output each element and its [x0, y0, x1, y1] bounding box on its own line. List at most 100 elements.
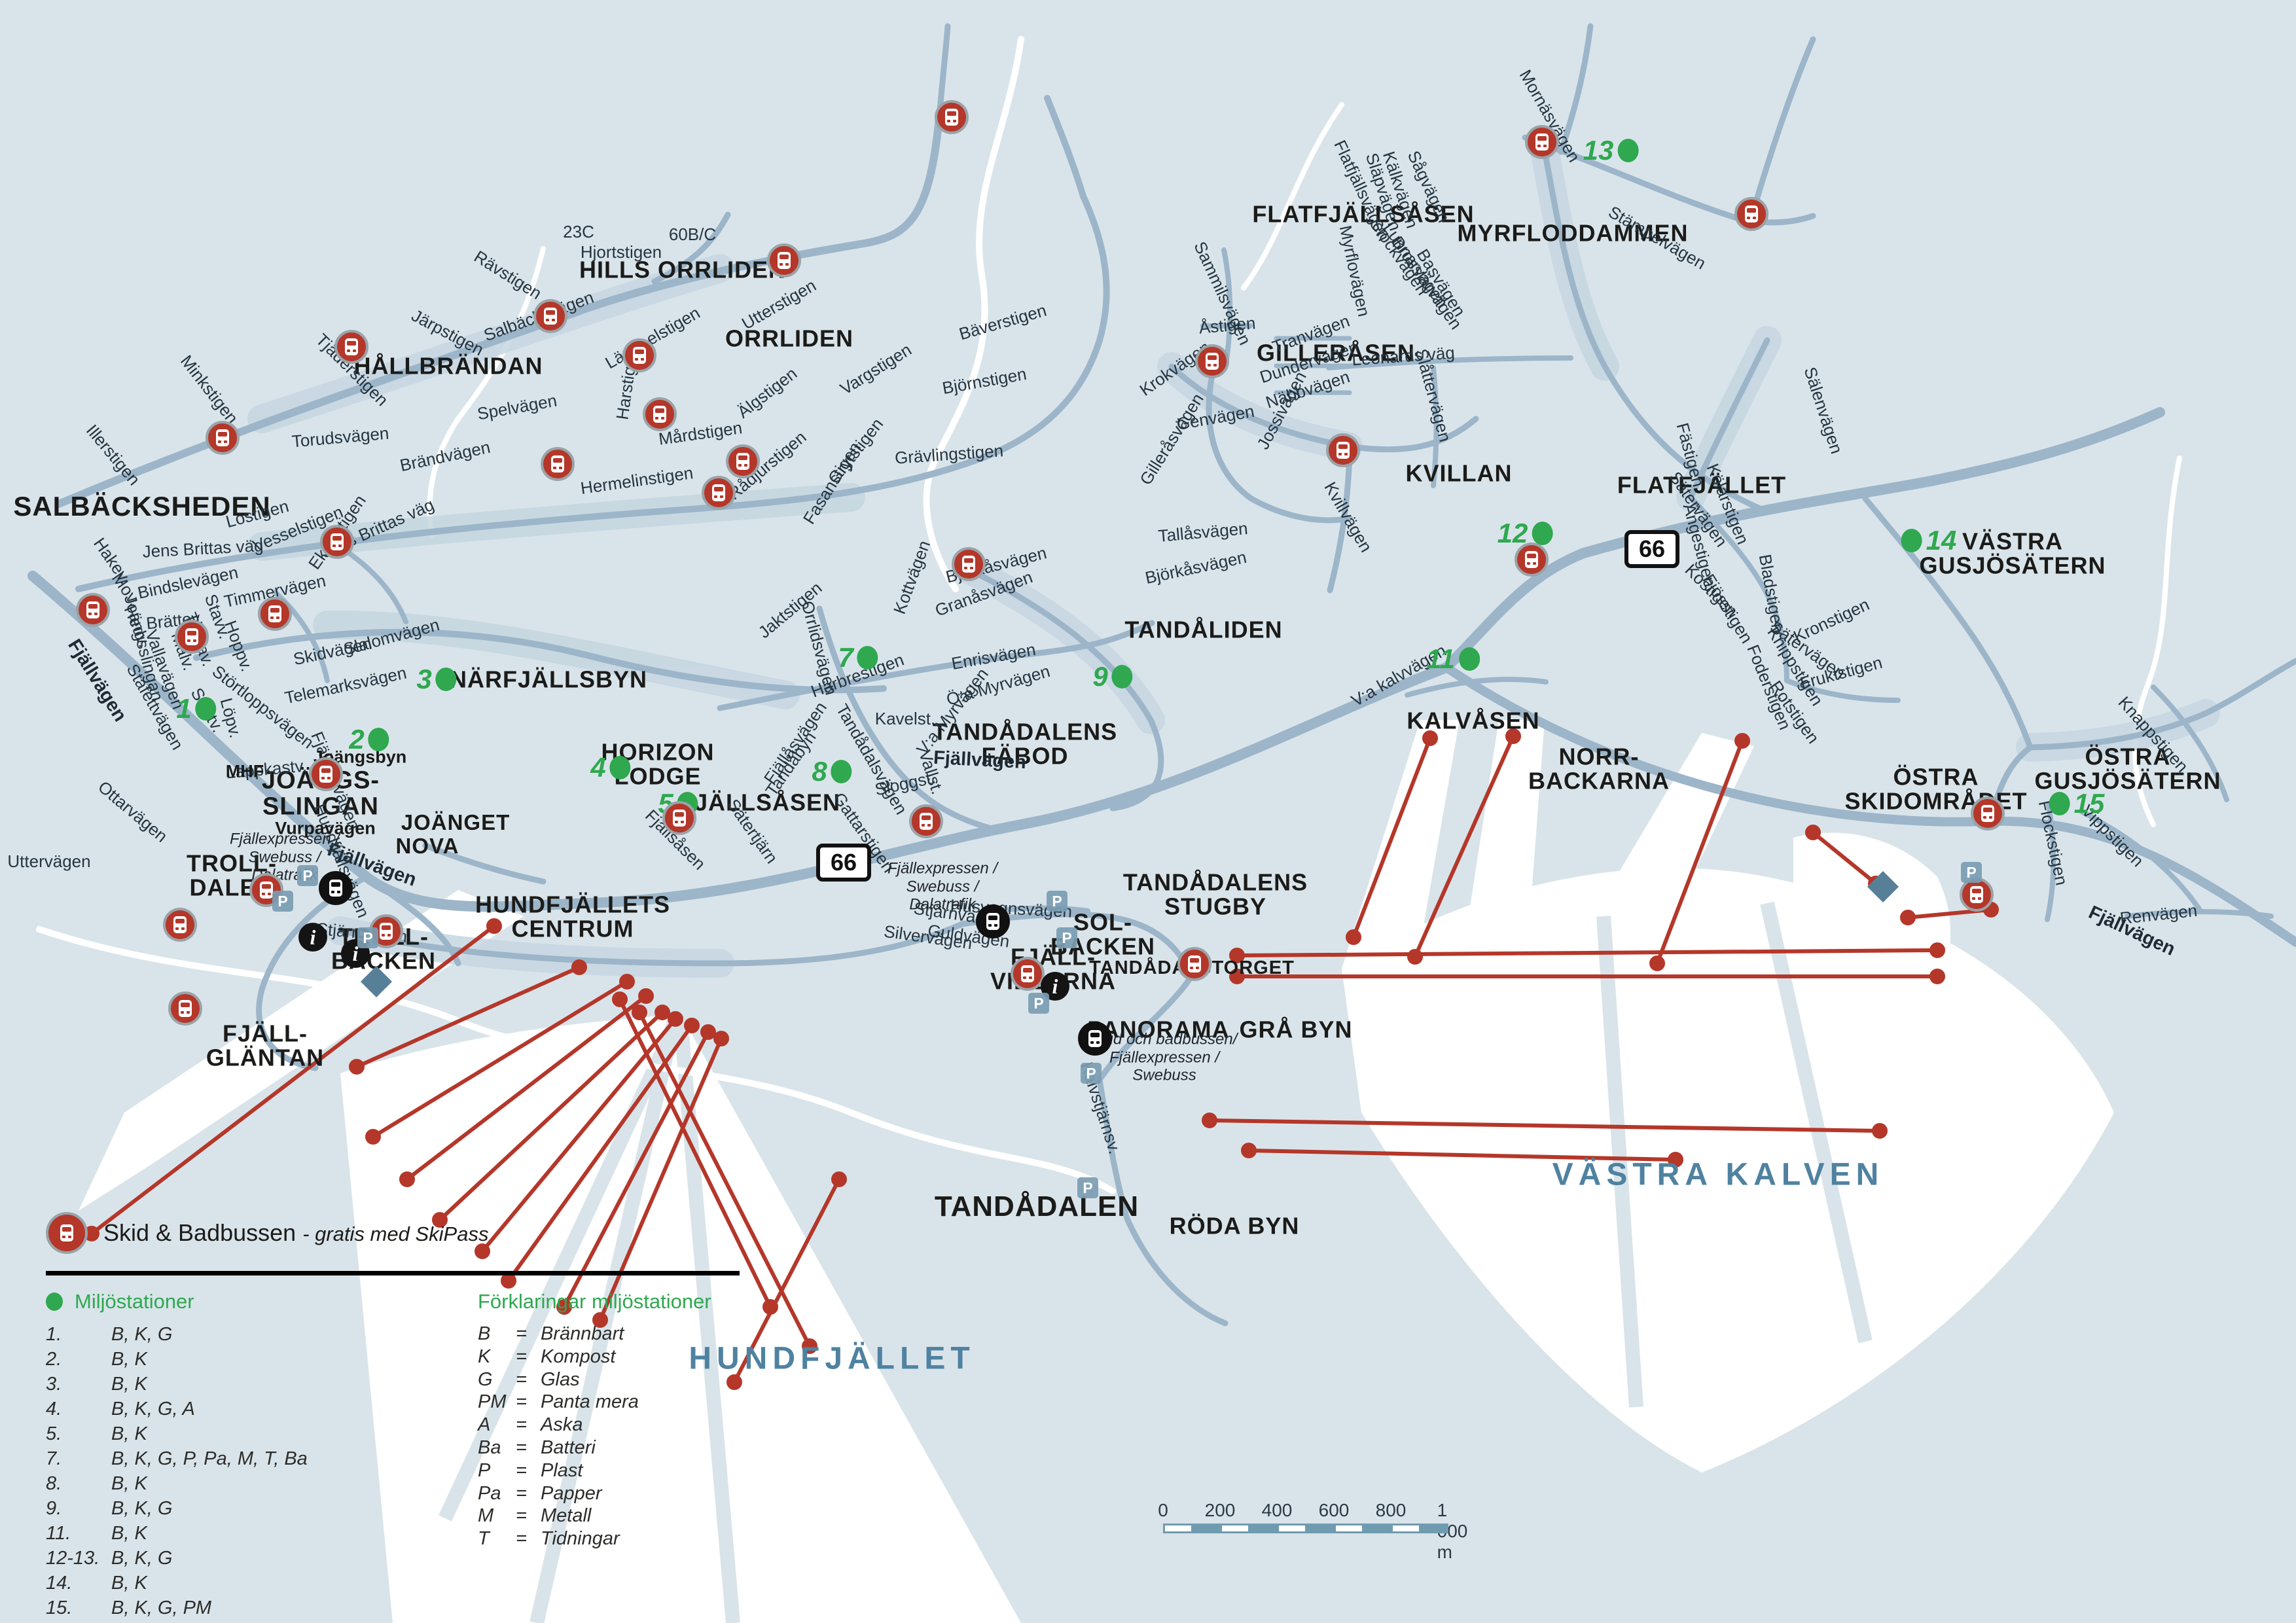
recycling-station-marker: 13: [1583, 137, 1639, 164]
station-number: 3: [416, 664, 432, 694]
legend-code: Pa: [478, 1482, 501, 1504]
station-dot-icon: [609, 756, 631, 779]
region-label: HUNDFJÄLLETS CENTRUM: [475, 891, 670, 942]
legend-station-number: 4.: [46, 1398, 62, 1419]
bus-stop-icon: [163, 908, 197, 942]
roads-layer: [27, 23, 2296, 1327]
region-label: TROLL- DALEN: [187, 849, 277, 901]
bus-glyph-icon: [173, 916, 187, 933]
street-label: Björkåsvägen: [1143, 546, 1249, 588]
bus-glyph-icon: [380, 923, 393, 940]
sub-place-label: Vurpavägen: [275, 818, 376, 838]
legend-station-row: 14.B, K: [46, 1571, 478, 1596]
region-label: GRÅ BYN: [1239, 1016, 1353, 1043]
mountain-area-label: VÄSTRA KALVEN: [1552, 1157, 1884, 1192]
bus-stop-icon: [1971, 796, 2005, 830]
station-dot-icon: [1617, 139, 1639, 162]
bus-stop-icon: [309, 757, 343, 791]
bus-glyph-icon: [331, 533, 344, 550]
legend-code: B: [478, 1323, 491, 1344]
legend-equals: =: [516, 1505, 527, 1527]
mountain-area-label: HUNDFJÄLLET: [689, 1341, 975, 1376]
station-number: 14: [1926, 525, 1957, 556]
street-label: Spelvägen: [475, 390, 559, 424]
street-label: Gilleråsvägen: [1136, 389, 1208, 489]
rivers-layer: [36, 36, 2182, 1194]
station-number: 9: [1092, 661, 1108, 692]
bus-glyph-icon: [179, 1000, 192, 1017]
legend-code-meaning: Panta mera: [541, 1391, 639, 1413]
region-label: ÖSTRA GUSJÖSÄTERN: [2034, 743, 2221, 794]
legend-explanation-row: T=Tidningar: [478, 1527, 779, 1550]
region-label: RÖDA BYN: [1169, 1212, 1300, 1240]
street-label: Älgstigen: [733, 363, 801, 422]
bus-stop-icon: [541, 447, 575, 481]
bus-glyph-icon: [920, 813, 933, 830]
region-label: TANDÅLIDEN: [1124, 616, 1283, 643]
legend-station-number: 8.: [46, 1472, 62, 1494]
region-label: SALBÄCKSHEDEN: [13, 491, 271, 522]
legend-bus-title: Skid & Badbussen - gratis med SkiPass: [103, 1219, 488, 1247]
street-label: Kvillvägen: [1320, 478, 1376, 556]
region-label: KVILLAN: [1405, 459, 1513, 487]
street-label: Åstigen: [1198, 313, 1257, 338]
bus-glyph-icon: [1745, 205, 1758, 223]
bus-stop-icon: [935, 100, 969, 134]
legend-code-meaning: Papper: [541, 1482, 602, 1504]
station-dot-icon: [857, 646, 878, 669]
bus-glyph-icon: [962, 556, 975, 573]
street-label: 23C: [563, 222, 594, 241]
bus-stop-icon: [249, 873, 283, 907]
bus-operator-note: Fjällexpressen / Swebuss / Dalatrafik: [887, 859, 998, 914]
legend-explanation-row: G=Glas: [478, 1368, 779, 1391]
street-label: Järpstigen: [408, 305, 488, 360]
bus-stop-icon: [1734, 197, 1768, 231]
recycling-station-marker: 8: [812, 758, 852, 785]
bus-glyph-icon: [268, 605, 281, 622]
station-number: 13: [1583, 135, 1614, 166]
bus-stop-icon: [258, 597, 292, 631]
bus-glyph-icon: [736, 453, 749, 470]
street-label: Illerstigen: [82, 420, 145, 490]
region-label: FJÄLLSÅSEN: [679, 789, 841, 816]
legend-station-number: 1.: [46, 1324, 62, 1345]
station-number: 1: [176, 693, 192, 724]
recycling-station-marker: 1: [176, 693, 217, 724]
legend-station-codes: B, K, G: [111, 1547, 173, 1569]
bus-stop-icon: [334, 330, 368, 364]
road-66-shield: 66: [1624, 530, 1680, 568]
legend-station-number: 11.: [46, 1522, 71, 1544]
legend-station-row: 5.B, K: [46, 1422, 478, 1447]
parking-icon: P: [1077, 1177, 1098, 1198]
street-label: Björnstigen: [941, 363, 1028, 399]
region-label: GILLERÅSEN: [1256, 339, 1416, 366]
legend-equals: =: [516, 1368, 527, 1390]
legend-explanation-row: A=Aska: [478, 1414, 779, 1436]
legend-explanations-title: Förklaringar miljöstationer: [478, 1290, 711, 1313]
legend-code: Ba: [478, 1436, 501, 1458]
region-label: TANDÅDALENS STUGBY: [1122, 868, 1308, 920]
street-label: Hoppv.: [221, 618, 257, 674]
lift-station-icon: [1867, 870, 1899, 903]
legend-station-number: 12-13.: [46, 1547, 100, 1569]
info-icon: i: [298, 923, 327, 952]
legend-equals: =: [516, 1482, 527, 1504]
legend-station-codes: B, K: [111, 1348, 147, 1370]
region-label: MYRFLODDAMMEN: [1457, 219, 1689, 247]
legend-equals: =: [516, 1414, 527, 1436]
street-label: Jens Brittas väg: [141, 535, 264, 562]
legend-code-meaning: Plast: [541, 1459, 583, 1481]
region-label: HORIZON LODGE: [601, 738, 715, 790]
street-label: Brändvägen: [398, 437, 492, 476]
legend-code-meaning: Brännbart: [541, 1323, 624, 1344]
legend-stations-header: Miljöstationer: [46, 1290, 478, 1313]
station-dot-icon: [195, 697, 217, 721]
legend-station-number: 9.: [46, 1497, 62, 1519]
bus-glyph-icon: [1981, 805, 1994, 822]
station-dot-icon: [2049, 792, 2070, 815]
express-bus-stop-icon: [976, 904, 1010, 938]
bus-glyph-icon: [86, 601, 99, 618]
